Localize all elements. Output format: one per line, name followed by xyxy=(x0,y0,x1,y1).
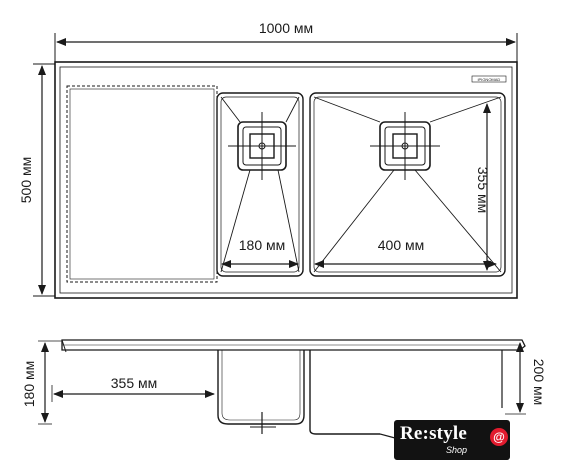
large-bowl xyxy=(309,92,506,277)
large-bowl-width-label: 400 мм xyxy=(378,237,425,253)
side-drainer-label: 355 мм xyxy=(111,375,158,391)
side-total-depth-label: 200 мм xyxy=(531,359,547,406)
large-bowl-fold-1 xyxy=(313,96,381,123)
small-bowl-fold-2 xyxy=(285,96,300,123)
small-bowl-fold-1 xyxy=(220,96,241,123)
drainer-board-inner xyxy=(69,88,215,280)
side-large-bowl xyxy=(309,350,380,435)
large-bowl-inner xyxy=(313,96,502,273)
sink-inner-edge xyxy=(59,66,513,294)
logo-sub-text: Shop xyxy=(446,445,468,455)
cart-icon: @ xyxy=(490,428,508,446)
side-bowl-depth-label: 180 мм xyxy=(21,361,37,408)
large-bowl-depth-label: 355 мм xyxy=(475,167,491,214)
restyle-shop-logo: Re:style Shop @ xyxy=(394,420,510,460)
brand-plate-outline xyxy=(471,75,507,83)
top-view xyxy=(33,33,518,299)
small-bowl xyxy=(216,92,304,277)
drainer-board xyxy=(66,85,218,283)
small-drain-icon xyxy=(228,112,296,180)
top-width-label: 1000 мм xyxy=(259,20,313,36)
side-small-bowl-inner xyxy=(221,350,301,421)
left-height-label: 500 мм xyxy=(18,157,34,204)
small-bowl-fold-3 xyxy=(220,169,251,273)
small-bowl-inner xyxy=(220,96,300,273)
small-bowl-width-label: 180 мм xyxy=(239,237,286,253)
side-small-bowl xyxy=(217,350,305,425)
large-bowl-fold-2 xyxy=(429,96,502,123)
side-large-drain xyxy=(379,433,396,439)
side-view xyxy=(38,339,526,439)
small-bowl-fold-4 xyxy=(277,169,300,273)
side-rim-left-lip xyxy=(61,339,67,353)
large-drain-icon xyxy=(370,112,440,180)
logo-main-text: Re:style xyxy=(400,423,468,444)
large-bowl-fold-3 xyxy=(313,169,395,273)
sink-outline xyxy=(54,61,518,299)
brand-plate-text: iPIGNOMAD xyxy=(478,77,501,82)
